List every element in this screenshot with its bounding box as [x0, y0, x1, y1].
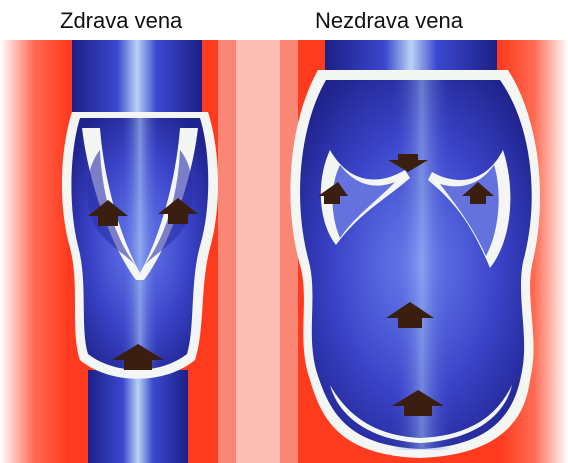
- healthy-lower-tube: [88, 370, 188, 463]
- unhealthy-vein: [290, 40, 540, 458]
